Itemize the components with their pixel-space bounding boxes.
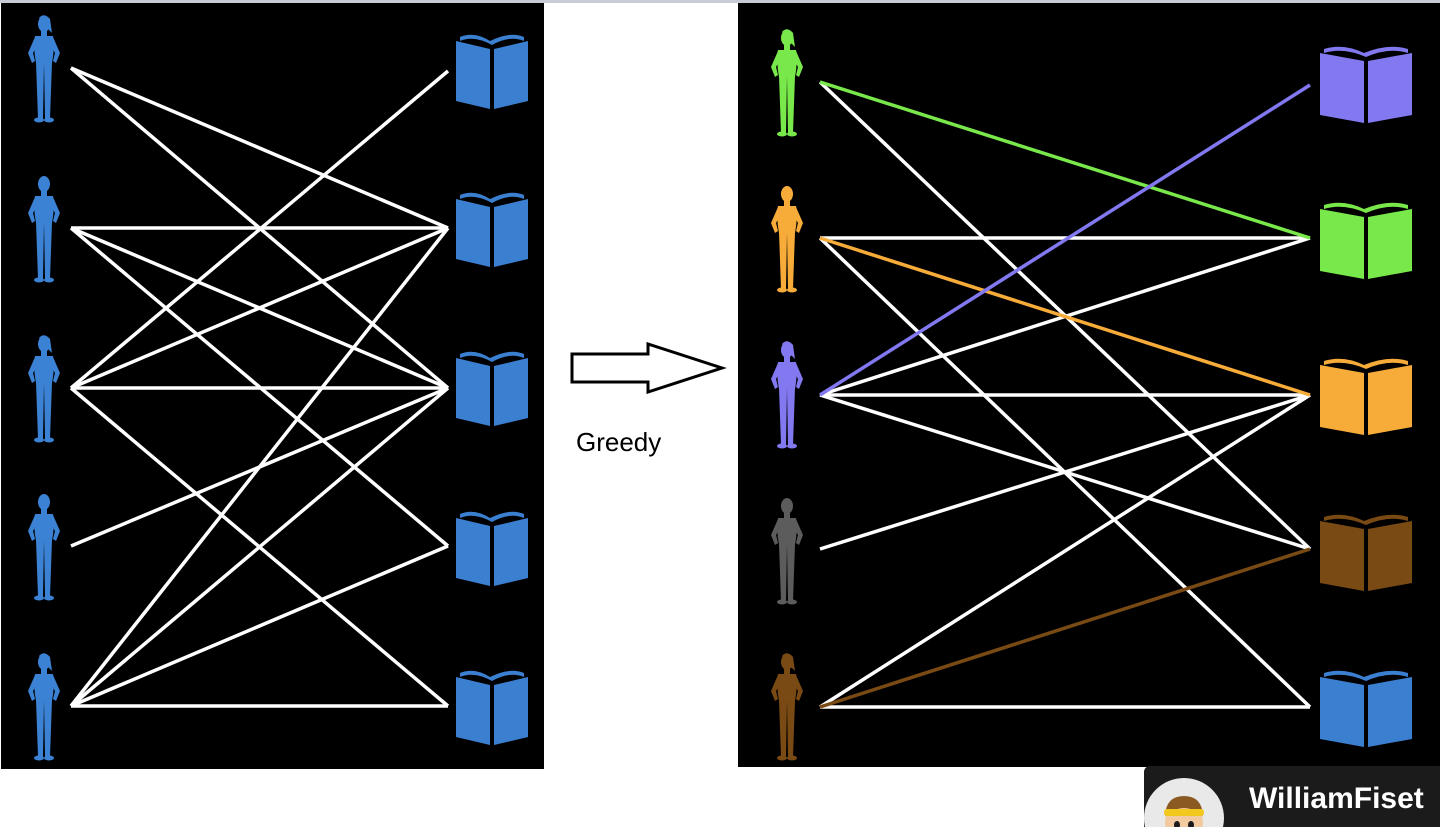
channel-badge: WilliamFiset [1144,766,1440,827]
right-graph-canvas [771,29,1412,761]
right-book-3-icon [1320,358,1412,435]
right-book-4-icon [1320,514,1412,591]
left-edge-11 [69,226,450,708]
left-book-4-icon [456,511,528,586]
left-book-2-icon [456,192,528,267]
right-edges [818,80,1312,709]
unmatched-edge-7 [819,393,1311,551]
right-people [771,29,803,761]
right-person-1-icon [771,29,803,137]
right-person-3-icon [771,341,803,449]
left-graph-canvas [28,15,528,761]
left-book-5-icon [456,670,528,745]
right-book-5-icon [1320,670,1412,747]
matched-edge-1 [819,80,1311,240]
right-arrow-icon [570,342,727,394]
left-person-1-icon [28,15,60,123]
left-book-1-icon [456,34,528,109]
left-edge-6 [69,69,450,390]
matched-edge-3 [819,83,1311,397]
avatar [1144,778,1224,827]
left-books [456,34,528,745]
left-edge-1 [70,66,449,230]
left-edge-7 [70,226,449,390]
right-person-2-icon [771,186,803,293]
arrow-label: Greedy [576,427,662,457]
left-person-2-icon [28,176,60,283]
channel-name: WilliamFiset [1249,782,1424,815]
right-person-5-icon [771,653,803,761]
right-books [1320,46,1412,747]
left-edge-12 [69,386,450,708]
left-people [28,15,60,761]
right-book-1-icon [1320,46,1412,123]
right-person-4-icon [771,498,803,605]
left-edges [69,66,450,708]
left-bipartite-graph [1,3,544,769]
matched-edge-2 [819,236,1311,397]
unmatched-edge-8 [819,393,1311,709]
left-person-5-icon [28,653,60,761]
matched-edge-5 [819,547,1311,709]
left-person-3-icon [28,335,60,443]
left-person-4-icon [28,494,60,601]
left-book-3-icon [456,351,528,426]
right-bipartite-graph [738,3,1440,767]
top-strip [0,0,1440,3]
left-edge-13 [70,544,449,708]
right-book-2-icon [1320,202,1412,279]
